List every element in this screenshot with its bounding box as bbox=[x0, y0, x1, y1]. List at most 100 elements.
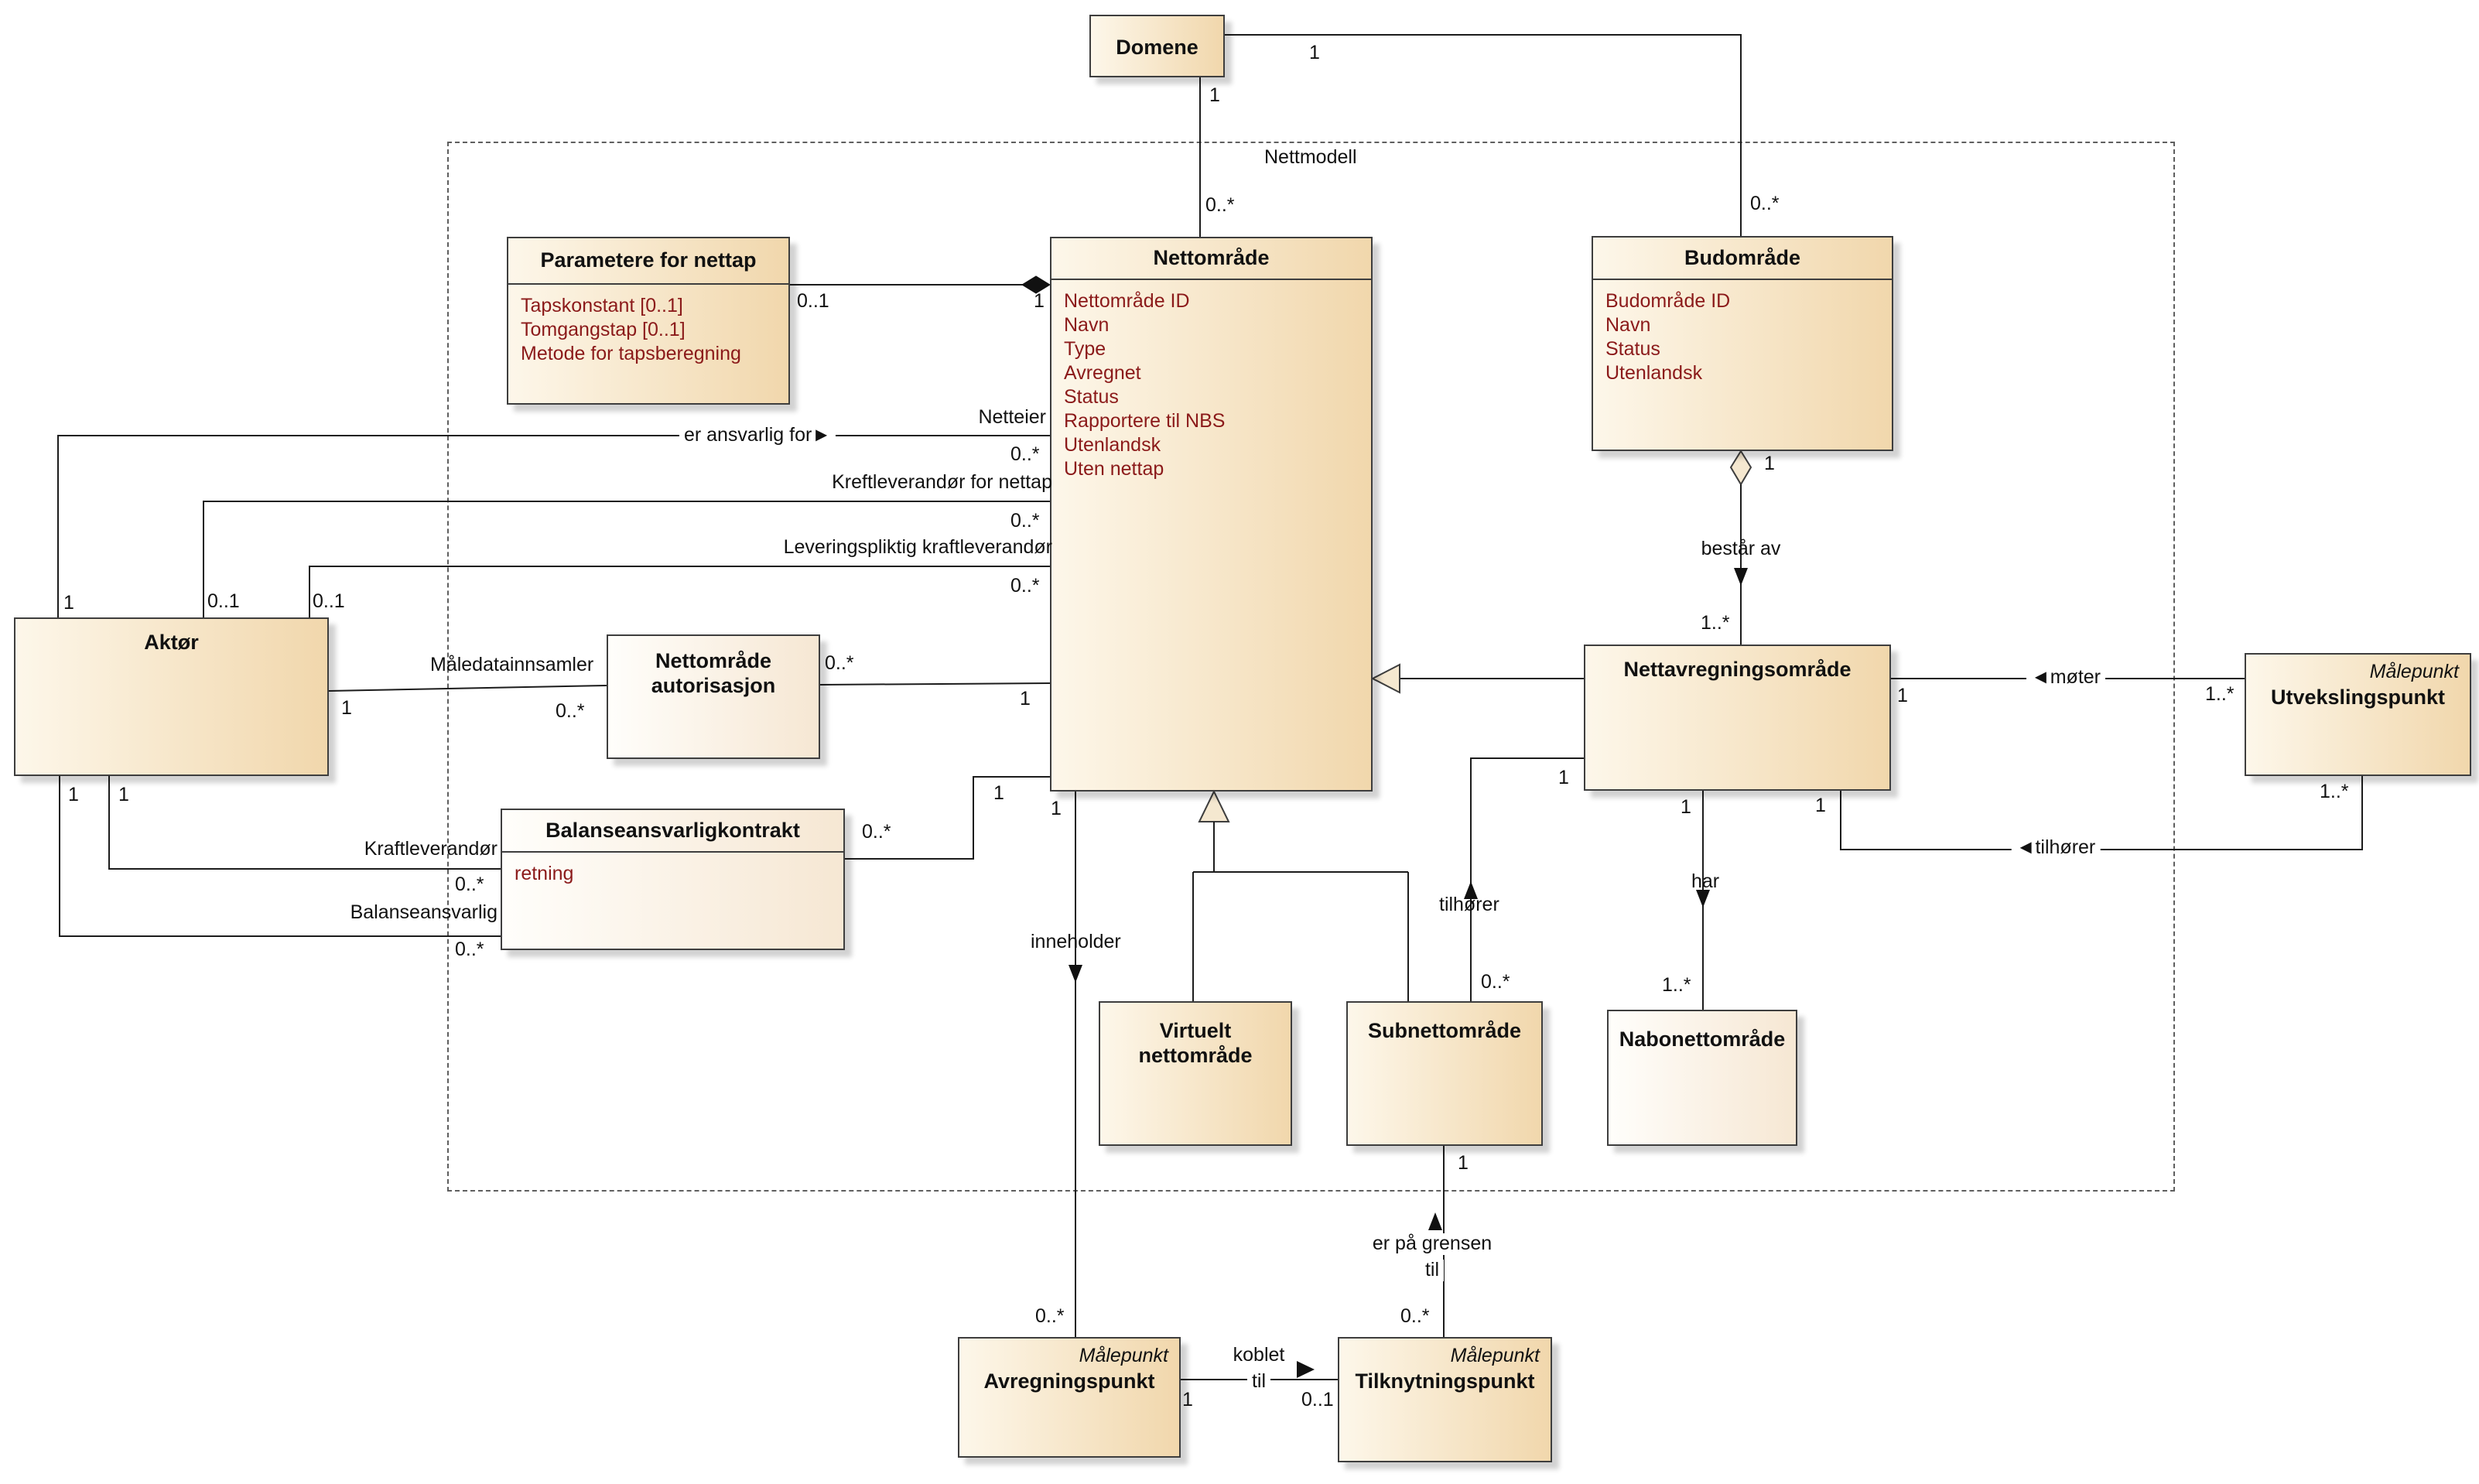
association-name: har bbox=[1691, 870, 1720, 892]
class-avregningspunkt[interactable]: Målepunkt Avregningspunkt bbox=[958, 1337, 1181, 1458]
multiplicity-label: 1 bbox=[1897, 685, 1908, 706]
class-parametere-for-nettap[interactable]: Parametere for nettap Tapskonstant [0..1… bbox=[507, 237, 790, 405]
association-name: er på grensen bbox=[1367, 1233, 1497, 1255]
role-label-kraftleverandor: Kraftleverandør bbox=[364, 838, 498, 860]
multiplicity-label: 1 bbox=[1764, 453, 1775, 474]
role-label-netteier: Netteier bbox=[978, 406, 1046, 428]
class-nabonettomrade[interactable]: Nabonettområde bbox=[1607, 1010, 1797, 1146]
multiplicity-label: 0..* bbox=[825, 652, 854, 674]
stereotype-label: Målepunkt bbox=[1079, 1345, 1168, 1366]
multiplicity-label: 1..* bbox=[2205, 683, 2235, 705]
class-nettomrade-autorisasjon[interactable]: Nettområde autorisasjon bbox=[607, 634, 820, 759]
class-title: Nettområde autorisasjon bbox=[651, 649, 776, 698]
class-title: Utvekslingspunkt bbox=[2270, 686, 2446, 709]
class-title: Tilknytningspunkt bbox=[1355, 1369, 1535, 1393]
class-title: Parametere for nettap bbox=[508, 238, 788, 285]
multiplicity-label: 1 bbox=[993, 782, 1004, 804]
class-title: Virtuelt nettområde bbox=[1138, 1019, 1253, 1068]
multiplicity-label: 0..1 bbox=[207, 590, 240, 612]
multiplicity-label: 1 bbox=[341, 697, 352, 719]
class-nettomrade[interactable]: Nettområde Nettområde ID Navn Type Avreg… bbox=[1050, 237, 1373, 792]
multiplicity-label: 1 bbox=[1458, 1152, 1469, 1174]
class-title: Avregningspunkt bbox=[983, 1369, 1155, 1393]
multiplicity-label: 1..* bbox=[2320, 781, 2349, 802]
multiplicity-label: 1 bbox=[1051, 798, 1062, 819]
attribute-list: Budområde ID Navn Status Utenlandsk bbox=[1593, 280, 1892, 395]
stereotype-label: Målepunkt bbox=[2369, 661, 2459, 682]
class-title: Nettavregningsområde bbox=[1623, 658, 1852, 681]
multiplicity-label: 0..* bbox=[1035, 1305, 1065, 1327]
multiplicity-label: 0..1 bbox=[313, 590, 345, 612]
multiplicity-label: 0..* bbox=[1010, 575, 1040, 597]
class-title: Aktør bbox=[144, 631, 199, 654]
association-name: koblet bbox=[1233, 1344, 1285, 1366]
class-aktor[interactable]: Aktør bbox=[14, 617, 329, 776]
attribute: Utenlandsk bbox=[1064, 434, 1161, 456]
multiplicity-label: 0..* bbox=[1205, 194, 1235, 216]
direction-arrow-er-pa-grensen bbox=[1428, 1212, 1442, 1230]
association-name: er ansvarlig for► bbox=[679, 424, 836, 446]
class-title: Nettområde bbox=[1051, 238, 1371, 280]
role-label-balanseansvarlig: Balanseansvarlig bbox=[350, 901, 498, 923]
multiplicity-label: 1..* bbox=[1662, 974, 1691, 996]
multiplicity-label: 1..* bbox=[1701, 612, 1730, 634]
attribute: Utenlandsk bbox=[1605, 362, 1703, 384]
attribute-list: Nettområde ID Navn Type Avregnet Status … bbox=[1051, 280, 1371, 491]
role-label-maledatainnsamler: Måledatainnsamler bbox=[430, 654, 594, 675]
multiplicity-label: 1 bbox=[1034, 290, 1045, 312]
class-tilknytningspunkt[interactable]: Målepunkt Tilknytningspunkt bbox=[1338, 1337, 1552, 1462]
multiplicity-label: 0..* bbox=[1010, 510, 1040, 532]
multiplicity-label: 1 bbox=[1309, 42, 1320, 63]
multiplicity-label: 0..* bbox=[556, 700, 585, 722]
class-subnettomrade[interactable]: Subnettområde bbox=[1346, 1001, 1543, 1146]
multiplicity-label: 0..* bbox=[862, 821, 891, 843]
role-label-leveringspliktig: Leveringspliktig kraftleverandør bbox=[783, 536, 1052, 558]
multiplicity-label: 0..* bbox=[455, 874, 484, 895]
attribute: retning bbox=[515, 863, 574, 884]
attribute: Tapskonstant [0..1] bbox=[521, 295, 683, 316]
attribute: Navn bbox=[1605, 314, 1651, 336]
association-name: består av bbox=[1701, 538, 1781, 559]
association-name: tilhører bbox=[1439, 894, 1499, 915]
attribute-list: Tapskonstant [0..1] Tomgangstap [0..1] M… bbox=[508, 285, 788, 375]
multiplicity-label: 1 bbox=[63, 592, 74, 614]
attribute: Status bbox=[1064, 386, 1119, 408]
multiplicity-label: 0..* bbox=[1400, 1305, 1430, 1327]
attribute: Navn bbox=[1064, 314, 1110, 336]
class-title: Domene bbox=[1116, 36, 1198, 59]
class-title: Subnettområde bbox=[1367, 1019, 1522, 1042]
multiplicity-label: 0..* bbox=[1481, 971, 1510, 993]
multiplicity-label: 1 bbox=[1681, 796, 1691, 818]
association-name: ◄tilhører bbox=[2011, 836, 2101, 859]
multiplicity-label: 1 bbox=[118, 784, 129, 805]
direction-arrow-koblet-til bbox=[1297, 1361, 1315, 1378]
association-name: ◄møter bbox=[2026, 666, 2106, 689]
attribute: Metode for tapsberegning bbox=[521, 343, 741, 364]
attribute: Budområde ID bbox=[1605, 290, 1731, 312]
multiplicity-label: 0..* bbox=[1010, 443, 1040, 465]
attribute: Rapportere til NBS bbox=[1064, 410, 1226, 432]
class-budomrade[interactable]: Budområde Budområde ID Navn Status Utenl… bbox=[1592, 236, 1893, 451]
class-domene[interactable]: Domene bbox=[1089, 15, 1225, 77]
attribute: Uten nettap bbox=[1064, 458, 1164, 480]
class-nettavregningsomrade[interactable]: Nettavregningsområde bbox=[1584, 645, 1891, 791]
multiplicity-label: 1 bbox=[68, 784, 79, 805]
frame-label: Nettmodell bbox=[1264, 146, 1357, 168]
multiplicity-label: 1 bbox=[1182, 1389, 1193, 1410]
multiplicity-label: 0..1 bbox=[1301, 1389, 1334, 1410]
class-balanseansvarligkontrakt[interactable]: Balanseansvarligkontrakt retning bbox=[501, 809, 845, 950]
class-title: Nabonettområde bbox=[1619, 1028, 1786, 1051]
attribute: Type bbox=[1064, 338, 1106, 360]
multiplicity-label: 1 bbox=[1815, 795, 1826, 816]
multiplicity-label: 0..* bbox=[1750, 193, 1780, 214]
attribute: Nettområde ID bbox=[1064, 290, 1190, 312]
attribute: Status bbox=[1605, 338, 1660, 360]
class-utvekslingspunkt[interactable]: Målepunkt Utvekslingspunkt bbox=[2245, 653, 2471, 776]
attribute-list: retning bbox=[502, 853, 843, 895]
association-name: til bbox=[1246, 1370, 1271, 1393]
class-virtuelt-nettomrade[interactable]: Virtuelt nettområde bbox=[1099, 1001, 1292, 1146]
multiplicity-label: 1 bbox=[1558, 767, 1569, 788]
attribute: Tomgangstap [0..1] bbox=[521, 319, 686, 340]
multiplicity-label: 1 bbox=[1209, 84, 1220, 106]
